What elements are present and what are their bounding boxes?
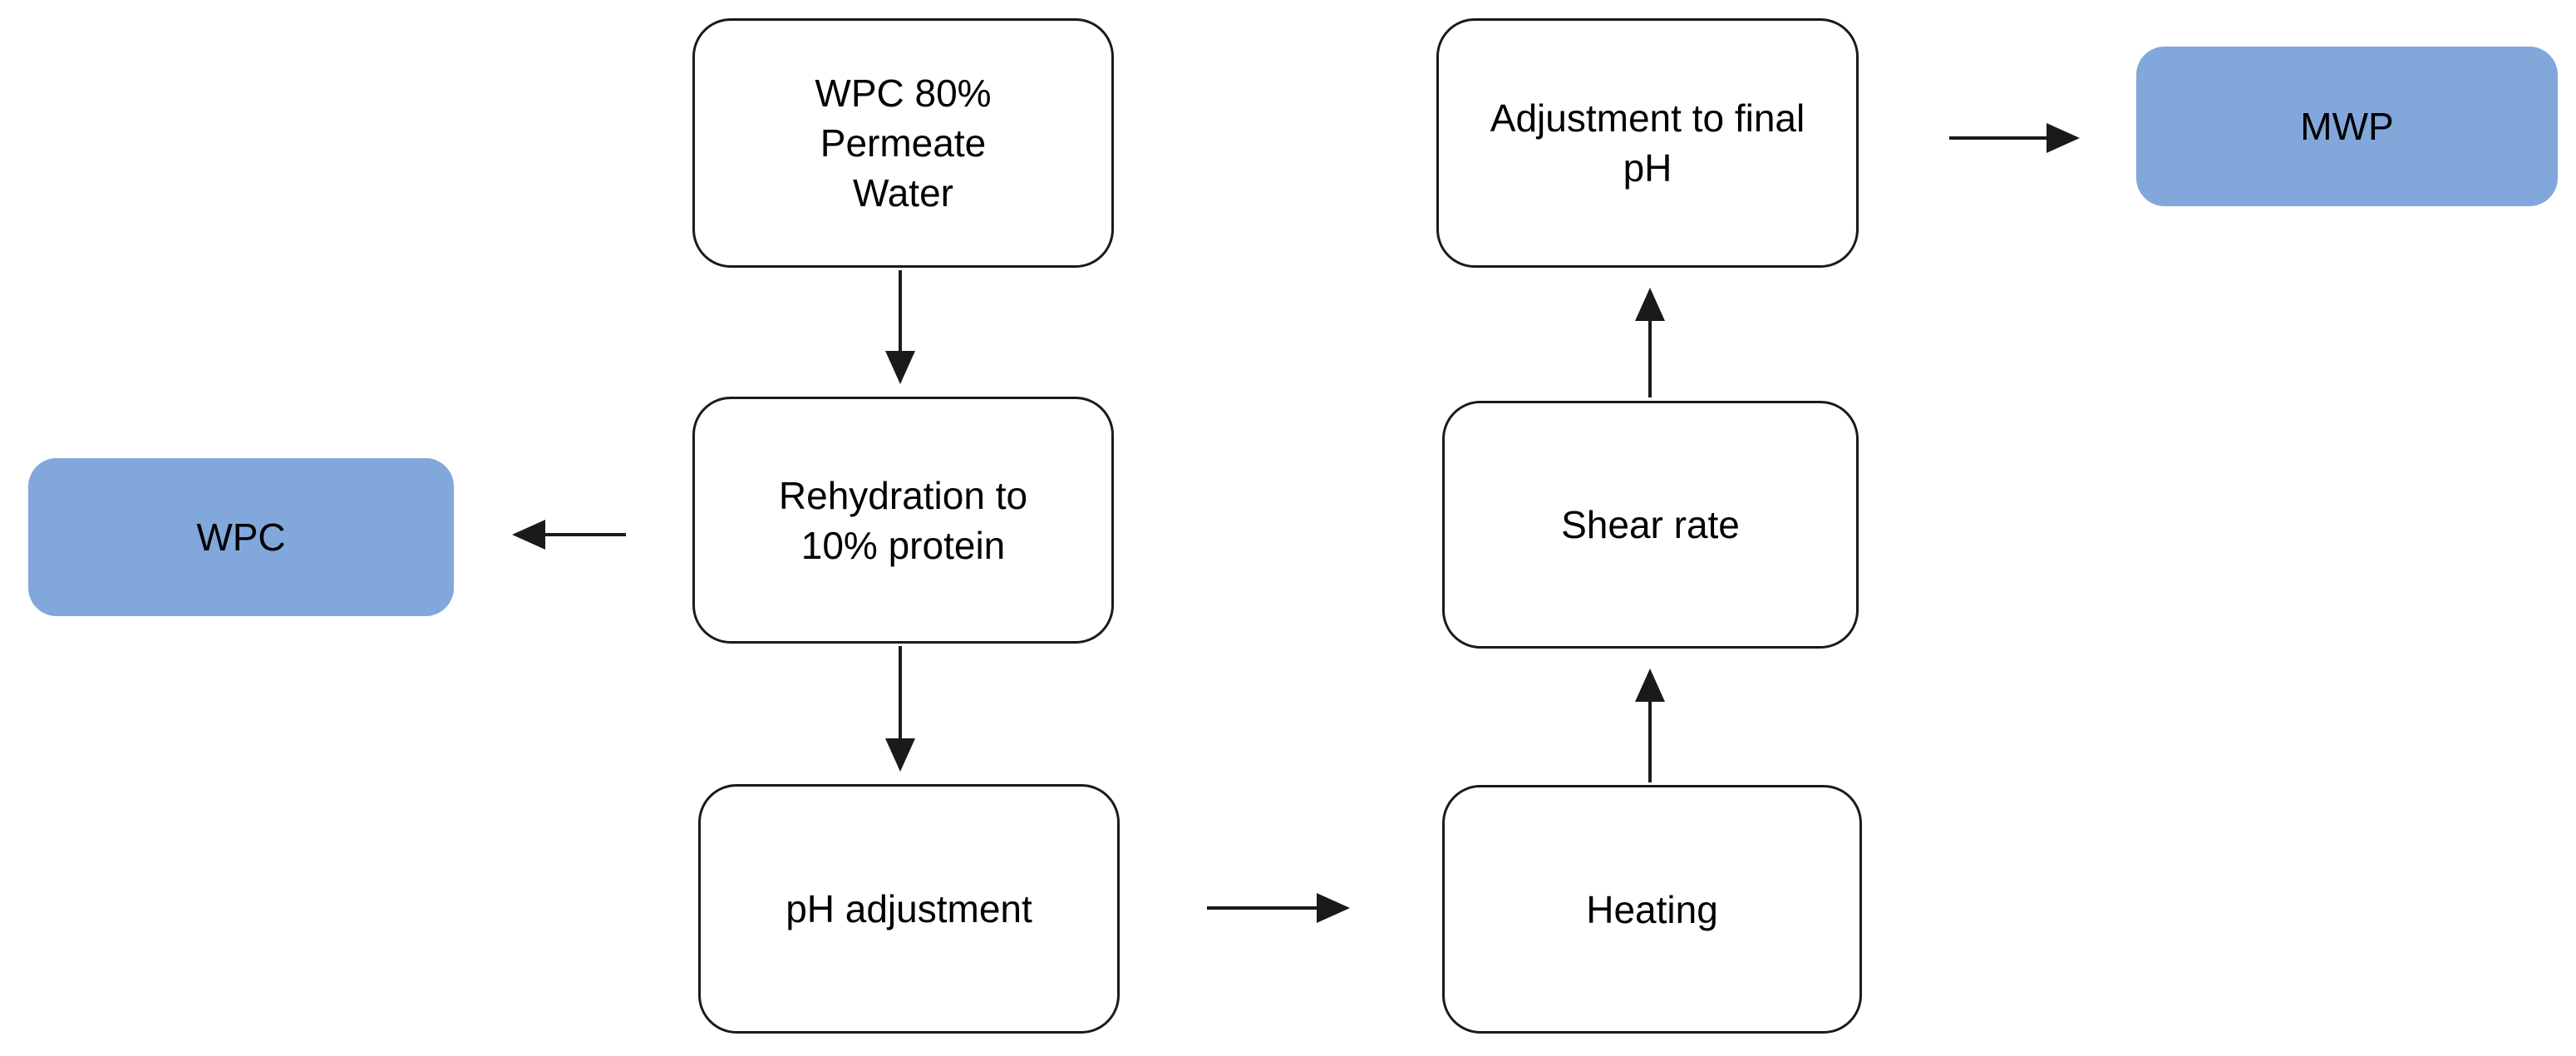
node-rehydration: Rehydration to 10% protein [692,397,1114,644]
node-wpc80-permeate-water-label: WPC 80% Permeate Water [815,72,992,215]
node-mwp: MWP [2136,47,2558,206]
node-heating-label: Heating [1586,887,1718,931]
node-ph-adjustment: pH adjustment [698,784,1120,1034]
node-final-ph: Adjustment to final pH [1436,18,1859,268]
node-shear-rate-label: Shear rate [1561,503,1740,546]
node-wpc: WPC [28,458,454,616]
node-rehydration-label: Rehydration to 10% protein [778,473,1028,567]
node-mwp-label: MWP [2300,105,2394,148]
node-heating: Heating [1442,785,1862,1034]
node-wpc-label: WPC [196,516,286,559]
node-shear-rate: Shear rate [1442,401,1859,649]
node-wpc80-permeate-water: WPC 80% Permeate Water [692,18,1114,268]
node-final-ph-label: Adjustment to final pH [1490,96,1805,190]
node-ph-adjustment-label: pH adjustment [786,887,1032,930]
